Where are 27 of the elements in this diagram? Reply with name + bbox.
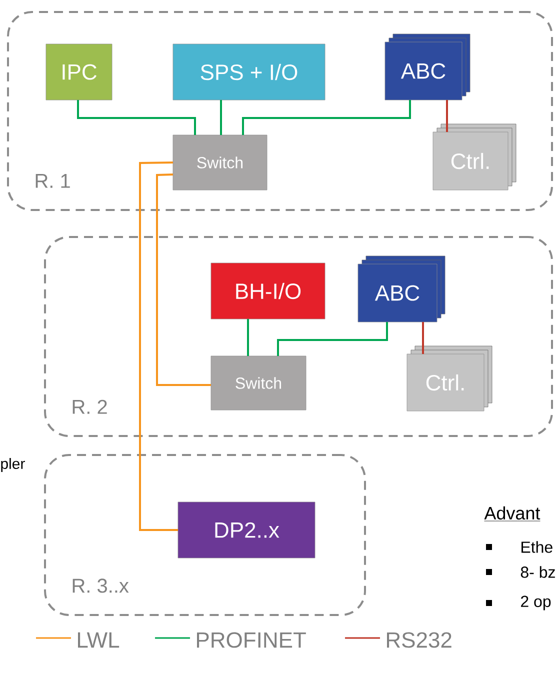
switch-box: Switch bbox=[172, 134, 268, 190]
device-box: DP2..x bbox=[178, 502, 316, 558]
legend-item: RS232 bbox=[345, 632, 452, 648]
cable-line bbox=[242, 100, 411, 135]
cable-line bbox=[446, 100, 448, 132]
device-box: BH-I/O bbox=[210, 262, 326, 320]
bullet-item: Ethe bbox=[486, 541, 552, 553]
bullet-item: 2 op bbox=[486, 596, 551, 610]
truncated-text: pler bbox=[1, 458, 25, 472]
legend-item: PROFINET bbox=[155, 632, 306, 648]
stacked-device-box: ABC bbox=[384, 34, 470, 100]
heading: Advant bbox=[484, 506, 540, 522]
cable-line bbox=[77, 100, 196, 135]
stacked-device-box: ABC bbox=[358, 256, 446, 322]
bullet-item: 8- bz bbox=[486, 566, 555, 578]
device-box: IPC bbox=[46, 44, 112, 100]
cable-line bbox=[247, 319, 249, 356]
device-box: SPS + I/O bbox=[172, 44, 326, 100]
switch-box: Switch bbox=[210, 356, 306, 410]
cable-line bbox=[139, 162, 178, 531]
stacked-device-box: Ctrl. bbox=[406, 346, 492, 412]
legend-item: LWL bbox=[36, 632, 120, 648]
stacked-device-box: Ctrl. bbox=[432, 124, 516, 190]
cable-line bbox=[422, 322, 424, 354]
cable-line bbox=[156, 174, 211, 386]
cable-line bbox=[277, 322, 388, 356]
cable-line bbox=[220, 100, 222, 135]
